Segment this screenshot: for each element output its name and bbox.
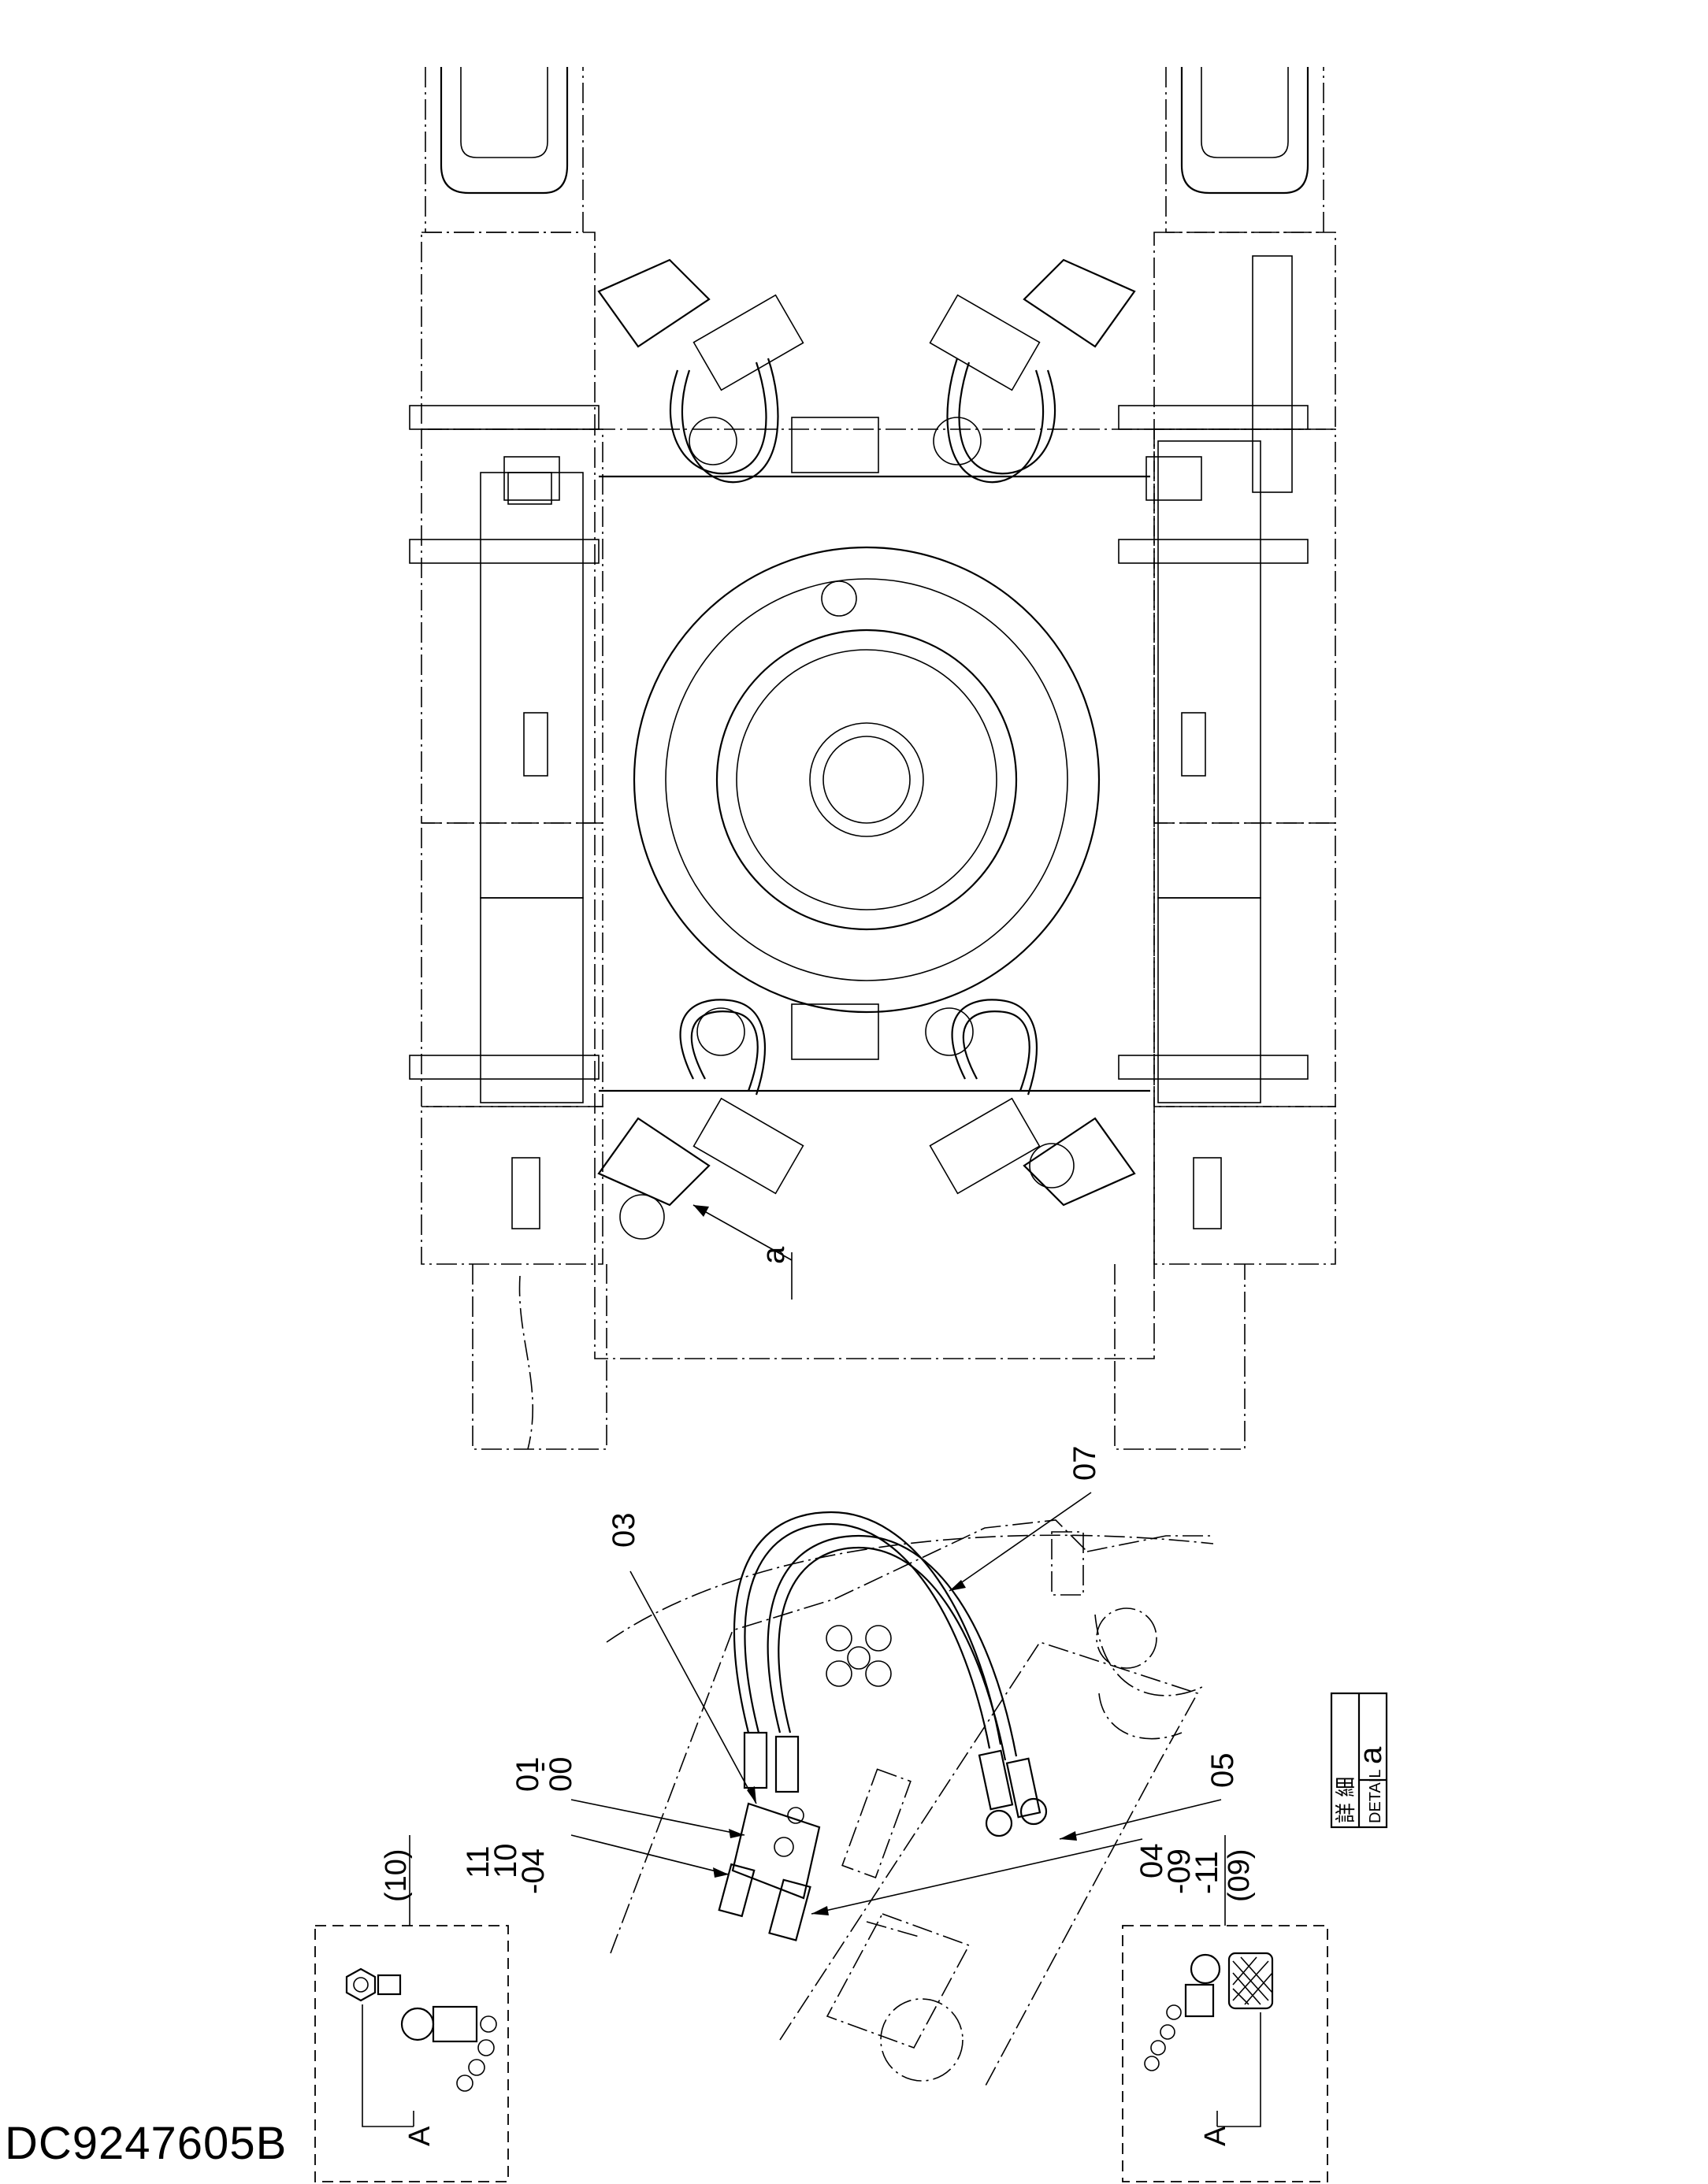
drawing-number: DC9247605B	[5, 2118, 288, 2169]
inset-10-label: (10)	[380, 1848, 413, 1902]
detail-a-callout: a	[692, 1204, 793, 1300]
detail-box-letter: a	[1353, 1746, 1388, 1764]
hose-07	[733, 1511, 1018, 1761]
inset-09-label: (09)	[1223, 1848, 1256, 1902]
label-part-05: 05	[1205, 1753, 1240, 1789]
label-part-03: 03	[607, 1513, 641, 1548]
label-part-11: 11	[461, 1845, 496, 1878]
swing-bearing	[633, 546, 1101, 1014]
undercarriage-frame-view: a	[409, 67, 1336, 1450]
label-part-09: -09	[1162, 1848, 1197, 1894]
upper-hose-assemblies	[669, 358, 1056, 484]
inset-10-view-letter: A	[403, 2126, 436, 2146]
inset-09-view-letter: A	[1199, 2126, 1232, 2146]
right-track-frame	[1114, 67, 1336, 1450]
label-part-04-right: 04	[1134, 1844, 1169, 1879]
detail-box-english: DETAIL	[1367, 1769, 1384, 1823]
label-part-10: 10	[488, 1844, 523, 1879]
label-part-01: 01	[511, 1757, 545, 1793]
detail-a-view: 03 07 05 01 - 00 11 10 -04 04 -09 -11	[461, 1446, 1240, 2088]
inset-09: (09) A	[1122, 1835, 1328, 2182]
cylinder-links	[597, 258, 1136, 1240]
inset-10: (10) A	[314, 1835, 509, 2182]
detail-title-box: 詳 細 DETAIL a	[1330, 1692, 1388, 1829]
center-frame-body	[503, 428, 1202, 1359]
leader-lines	[570, 1492, 1222, 1915]
fittings	[743, 1731, 1048, 1837]
left-track-frame	[421, 67, 607, 1450]
label-part-11-right: -11	[1190, 1851, 1224, 1894]
lower-hose-assemblies	[679, 999, 1038, 1096]
label-part-04-left: -04	[516, 1848, 551, 1894]
detail-callout-letter: a	[756, 1246, 791, 1264]
bolt-rows	[409, 405, 1309, 1080]
label-part-01-dash: -	[524, 1762, 559, 1772]
label-part-00: 00	[544, 1757, 578, 1793]
detail-box-japanese: 詳 細	[1334, 1777, 1357, 1823]
label-part-07: 07	[1068, 1446, 1102, 1481]
manifold-block	[718, 1802, 821, 1941]
